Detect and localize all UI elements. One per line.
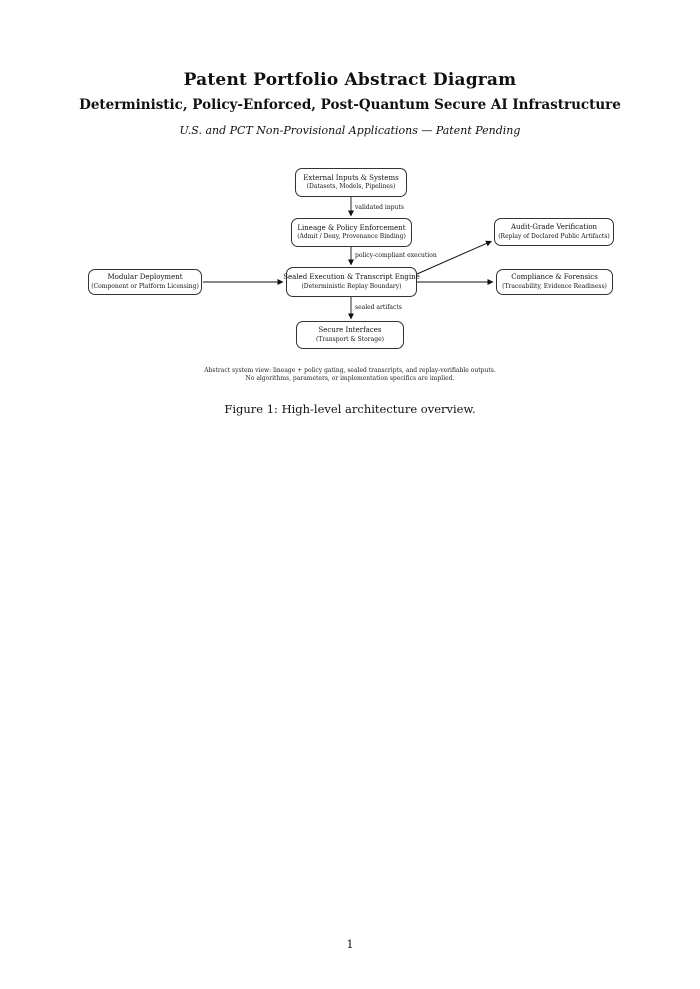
node-title: Secure Interfaces	[318, 326, 382, 335]
node-title: Sealed Execution & Transcript Engine	[283, 273, 420, 282]
node-sealed-execution: Sealed Execution & Transcript Engine (De…	[283, 267, 420, 297]
node-lineage-policy: Lineage & Policy Enforcement (Admit / De…	[291, 218, 412, 247]
node-subtitle: (Transport & Storage)	[316, 335, 384, 343]
diagram-footnote-line1: Abstract system view: lineage + policy g…	[204, 367, 496, 374]
node-title: Modular Deployment	[107, 273, 183, 282]
node-title: Compliance & Forensics	[511, 273, 598, 282]
node-subtitle: (Admit / Deny, Provenance Binding)	[297, 233, 406, 241]
diagram-footnote-line2: No algorithms, parameters, or implementa…	[245, 375, 455, 382]
page-subtitle: Deterministic, Policy-Enforced, Post-Qua…	[79, 97, 621, 113]
edge-label-validated-inputs: validated inputs	[355, 204, 404, 211]
node-title: Audit-Grade Verification	[510, 223, 598, 232]
figure-caption: Figure 1: High-level architecture overvi…	[224, 402, 476, 416]
patent-tagline: U.S. and PCT Non-Provisional Application…	[179, 124, 521, 137]
edge-label-sealed-artifacts: sealed artifacts	[355, 304, 402, 311]
page-title: Patent Portfolio Abstract Diagram	[183, 70, 517, 90]
node-subtitle: (Deterministic Replay Boundary)	[301, 282, 402, 290]
node-external-inputs: External Inputs & Systems (Datasets, Mod…	[295, 168, 407, 197]
node-audit-grade-verification: Audit-Grade Verification (Replay of Decl…	[494, 218, 614, 246]
edge-label-policy-compliant-execution: policy-compliant execution	[355, 252, 437, 259]
node-modular-deployment: Modular Deployment (Component or Platfor…	[88, 269, 202, 295]
node-compliance-forensics: Compliance & Forensics (Traceability, Ev…	[496, 269, 613, 295]
node-title: Lineage & Policy Enforcement	[297, 223, 406, 232]
page-number: 1	[346, 938, 354, 951]
node-subtitle: (Replay of Declared Public Artifacts)	[498, 232, 610, 240]
node-subtitle: (Component or Platform Licensing)	[91, 282, 199, 290]
node-subtitle: (Datasets, Models, Pipelines)	[306, 183, 396, 191]
node-secure-interfaces: Secure Interfaces (Transport & Storage)	[296, 321, 404, 349]
node-title: External Inputs & Systems	[303, 173, 399, 182]
node-subtitle: (Traceability, Evidence Readiness)	[502, 282, 607, 290]
